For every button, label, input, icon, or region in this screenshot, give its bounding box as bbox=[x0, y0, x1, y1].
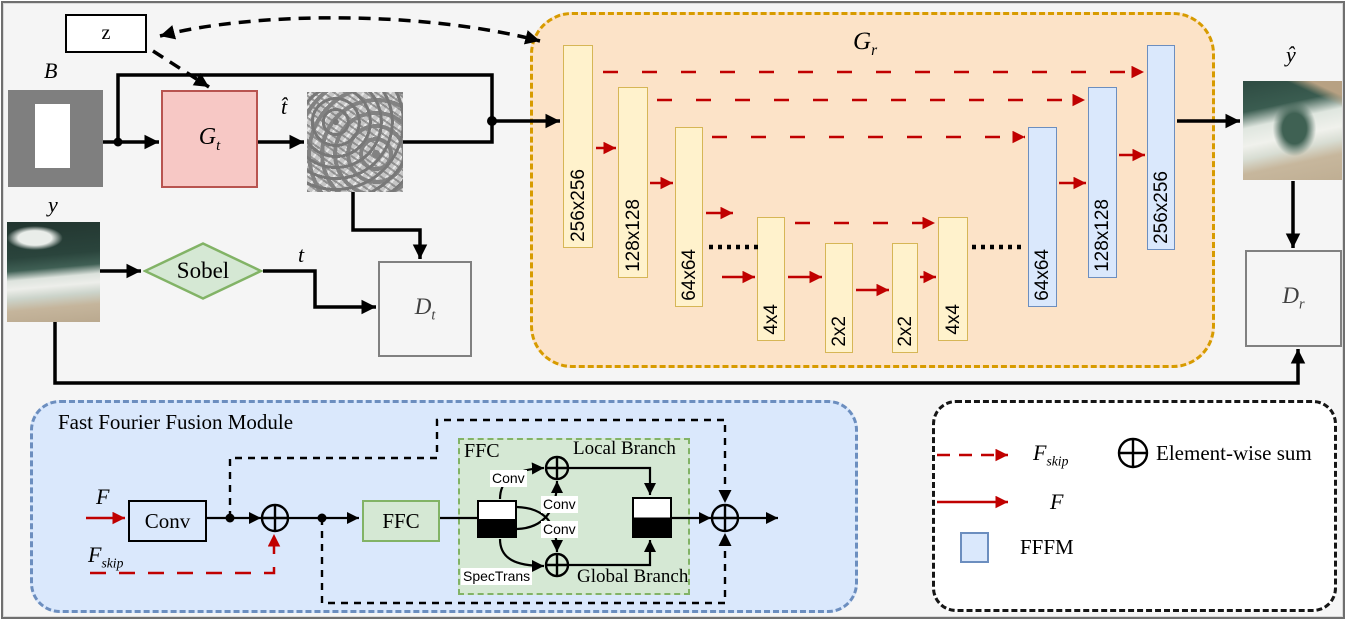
ffc-conv-mid2-label: Conv bbox=[541, 521, 578, 538]
gr-encoder-bar-4-label: 4x4 bbox=[760, 304, 782, 335]
gr-decoder-bar-2-label: 128x128 bbox=[1092, 199, 1113, 272]
legend-fffm-label: FFFM bbox=[1020, 535, 1074, 559]
gr-encoder-bar-5-label: 2x2 bbox=[828, 316, 850, 347]
gr-decoder-bar-3: 256x256 bbox=[1147, 45, 1175, 250]
z-noise-box: z bbox=[65, 14, 147, 53]
ffc-detail-label: FFC bbox=[464, 440, 500, 462]
gr-encoder-bar-3: 64x64 bbox=[675, 127, 703, 307]
gr-decoder-bar-2: 128x128 bbox=[1088, 87, 1117, 278]
dr-discriminator-box: Dr bbox=[1245, 250, 1342, 347]
dt-discriminator-box: Dt bbox=[378, 261, 472, 357]
gr-encoder-bar-3-label: 64x64 bbox=[678, 249, 700, 301]
edge-map-image-t-hat bbox=[307, 92, 403, 192]
ffc-conv-top-label: Conv bbox=[490, 470, 527, 487]
t-hat-label: t̂ bbox=[281, 94, 288, 119]
gr-decoder-bar-3-label: 256x256 bbox=[1150, 171, 1172, 244]
fffm-conv-box: Conv bbox=[128, 500, 207, 542]
fffm-ffc-box: FFC bbox=[362, 500, 440, 542]
fffm-fskip-label: Fskip bbox=[88, 542, 124, 571]
gr-encoder-bar-7: 4x4 bbox=[938, 217, 968, 341]
legend-f-label: F bbox=[1050, 489, 1064, 514]
gr-encoder-bar-2-label: 128x128 bbox=[622, 199, 644, 272]
ffc-conv-mid1-label: Conv bbox=[541, 496, 578, 513]
gr-encoder-bar-4: 4x4 bbox=[757, 217, 785, 341]
z-label: z bbox=[101, 22, 111, 44]
gr-encoder-bar-2: 128x128 bbox=[618, 87, 648, 278]
gr-decoder-bar-1-label: 64x64 bbox=[1032, 249, 1053, 301]
b-label: B bbox=[44, 58, 58, 83]
ffc-output-split-block bbox=[632, 497, 672, 538]
gr-encoder-bar-7-label: 4x4 bbox=[942, 304, 964, 335]
sobel-diamond bbox=[142, 242, 264, 300]
fffm-title: Fast Fourier Fusion Module bbox=[58, 410, 294, 434]
legend-fffm-swatch bbox=[960, 532, 989, 563]
y-hat-label: ŷ bbox=[1286, 42, 1296, 67]
gr-encoder-bar-1: 256x256 bbox=[563, 45, 593, 248]
local-branch-label: Local Branch bbox=[573, 438, 676, 459]
gt-label: Gt bbox=[198, 123, 221, 154]
t-label: t bbox=[298, 242, 305, 267]
ffc-spectrans-label: SpecTrans bbox=[461, 568, 533, 585]
sobel-label: Sobel bbox=[176, 258, 230, 283]
global-branch-label: Global Branch bbox=[577, 566, 689, 587]
fffm-ffc-label: FFC bbox=[382, 508, 420, 533]
gt-generator-box: Gt bbox=[161, 90, 258, 188]
legend-sum-label: Element-wise sum bbox=[1156, 441, 1312, 465]
masked-input-image-B bbox=[8, 90, 103, 187]
dr-label: Dr bbox=[1282, 283, 1305, 313]
real-image-y bbox=[7, 222, 100, 322]
legend-fskip-label: Fskip bbox=[1033, 440, 1069, 469]
gr-encoder-bar-5: 2x2 bbox=[825, 243, 853, 353]
gr-decoder-bar-1: 64x64 bbox=[1028, 127, 1057, 307]
legend-box bbox=[932, 400, 1337, 612]
ffc-input-split-block bbox=[477, 500, 517, 538]
dt-label: Dt bbox=[414, 293, 436, 324]
gr-encoder-bar-6: 2x2 bbox=[892, 243, 918, 353]
gr-label: Gr bbox=[853, 28, 878, 59]
fffm-conv-label: Conv bbox=[144, 508, 191, 533]
sobel-node: Sobel bbox=[142, 242, 264, 300]
gr-encoder-bar-1-label: 256x256 bbox=[567, 169, 589, 242]
gr-encoder-bar-6-label: 2x2 bbox=[894, 316, 916, 347]
y-label: y bbox=[48, 192, 58, 217]
generated-image-y-hat bbox=[1243, 81, 1342, 180]
fffm-f-label: F bbox=[96, 484, 110, 509]
